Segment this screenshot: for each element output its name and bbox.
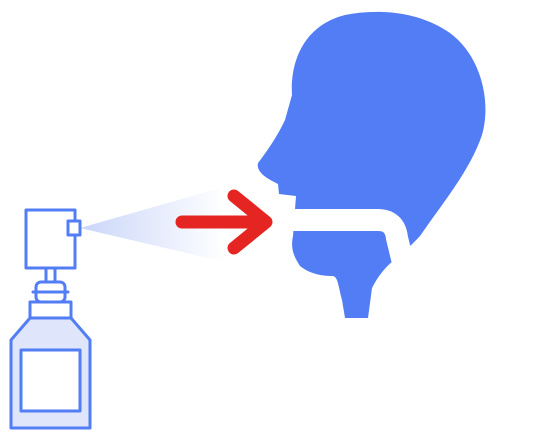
- head-silhouette-icon: [257, 11, 486, 323]
- bottle-stem: [44, 266, 57, 284]
- arrow-right-icon: [175, 189, 273, 255]
- bottle-actuator: [24, 208, 77, 270]
- bottle-label: [19, 348, 82, 413]
- spray-mist-icon: [80, 188, 225, 262]
- bottle-nozzle: [66, 219, 82, 237]
- bottle-neck: [28, 300, 73, 320]
- airway: [283, 209, 428, 323]
- head-shape: [257, 11, 486, 319]
- spray-bottle-icon: [9, 208, 92, 430]
